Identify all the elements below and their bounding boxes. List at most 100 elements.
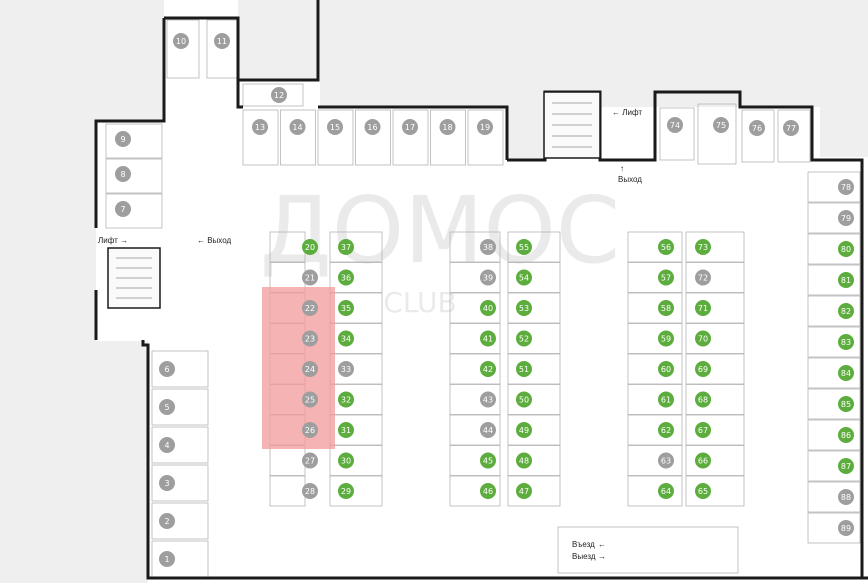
- spot-17[interactable]: 17: [402, 119, 418, 135]
- spot-47[interactable]: 47: [516, 483, 532, 499]
- spot-22[interactable]: 22: [302, 300, 318, 316]
- spot-34[interactable]: 34: [338, 330, 354, 347]
- spot-55[interactable]: 55: [516, 239, 532, 255]
- spot-12[interactable]: 12: [271, 87, 287, 103]
- spot-87[interactable]: 87: [838, 458, 854, 474]
- spot-64[interactable]: 64: [658, 483, 674, 499]
- spot-57[interactable]: 57: [658, 269, 674, 286]
- spot-84-marker: [838, 365, 854, 381]
- spot-49[interactable]: 49: [516, 422, 532, 438]
- spot-79[interactable]: 79: [838, 210, 854, 226]
- spot-48[interactable]: 48: [516, 452, 532, 469]
- spot-50[interactable]: 50: [516, 391, 532, 408]
- spot-65[interactable]: 65: [695, 483, 711, 499]
- spot-7[interactable]: 7: [115, 201, 131, 217]
- spot-85[interactable]: 85: [838, 396, 854, 412]
- spot-69[interactable]: 69: [695, 361, 711, 377]
- spot-13[interactable]: 13: [252, 119, 268, 135]
- spot-51[interactable]: 51: [516, 361, 532, 377]
- spot-66[interactable]: 66: [695, 452, 711, 469]
- spot-1[interactable]: 1: [159, 551, 175, 567]
- spot-16[interactable]: 16: [364, 119, 381, 135]
- spot-53[interactable]: 53: [516, 300, 532, 316]
- spot-70[interactable]: 70: [695, 330, 711, 347]
- spot-46[interactable]: 46: [480, 483, 496, 499]
- spot-42[interactable]: 42: [480, 361, 496, 377]
- spot-54[interactable]: 54: [516, 269, 532, 286]
- spot-40[interactable]: 40: [480, 300, 496, 316]
- spot-11[interactable]: 11: [214, 33, 230, 49]
- spot-83[interactable]: 83: [838, 334, 854, 350]
- spot-62-label: 62: [661, 426, 671, 435]
- spot-2[interactable]: 2: [159, 513, 175, 529]
- spot-19[interactable]: 19: [477, 119, 493, 135]
- spot-44[interactable]: 44: [480, 422, 496, 438]
- spot-36[interactable]: 36: [338, 269, 354, 286]
- spot-37[interactable]: 37: [338, 239, 354, 255]
- spot-35[interactable]: 35: [338, 300, 354, 316]
- spot-41[interactable]: 41: [480, 330, 496, 347]
- spot-6[interactable]: 6: [159, 361, 175, 377]
- spot-20[interactable]: 20: [302, 239, 318, 255]
- spot-58[interactable]: 58: [658, 300, 674, 316]
- spot-9[interactable]: 9: [115, 131, 131, 147]
- spot-77-marker: [783, 120, 799, 136]
- spot-14[interactable]: 14: [289, 119, 306, 135]
- spot-89[interactable]: 89: [838, 520, 854, 536]
- spot-39[interactable]: 39: [480, 269, 496, 286]
- spot-52[interactable]: 52: [516, 330, 532, 347]
- spot-74[interactable]: 74: [667, 117, 683, 133]
- spot-77[interactable]: 77: [783, 120, 799, 136]
- spot-27[interactable]: 27: [302, 452, 318, 469]
- spot-25[interactable]: 25: [302, 391, 318, 408]
- lift-left-label: Лифт →: [98, 236, 128, 245]
- spot-43[interactable]: 43: [480, 391, 496, 408]
- spot-33[interactable]: 33: [338, 361, 354, 377]
- spot-10[interactable]: 10: [173, 33, 189, 49]
- spot-19-label: 19: [480, 123, 490, 132]
- spot-32[interactable]: 32: [338, 391, 354, 408]
- spot-18[interactable]: 18: [439, 119, 456, 135]
- spot-67[interactable]: 67: [695, 422, 711, 438]
- spot-61[interactable]: 61: [658, 391, 674, 408]
- spot-5-label: 5: [164, 403, 169, 412]
- spot-31[interactable]: 31: [338, 422, 354, 438]
- spot-76[interactable]: 76: [749, 120, 765, 136]
- spot-63[interactable]: 63: [658, 452, 674, 469]
- spot-38[interactable]: 38: [480, 239, 496, 255]
- spot-28[interactable]: 28: [302, 483, 318, 499]
- spot-8[interactable]: 8: [115, 166, 131, 182]
- spot-4[interactable]: 4: [159, 437, 175, 453]
- spot-81[interactable]: 81: [838, 272, 854, 288]
- spot-84[interactable]: 84: [838, 365, 854, 381]
- spot-60[interactable]: 60: [658, 361, 674, 377]
- spot-15[interactable]: 15: [327, 119, 343, 135]
- spot-26[interactable]: 26: [302, 422, 318, 438]
- spot-47-marker: [516, 483, 532, 499]
- spot-75[interactable]: 75: [713, 117, 729, 133]
- spot-3[interactable]: 3: [159, 475, 175, 491]
- spot-5[interactable]: 5: [159, 399, 175, 415]
- spot-29[interactable]: 29: [338, 483, 354, 499]
- spot-74-marker: [667, 117, 683, 133]
- spot-59[interactable]: 59: [658, 330, 674, 347]
- spot-10-marker: [173, 33, 189, 49]
- spot-82[interactable]: 82: [838, 303, 854, 319]
- spot-86[interactable]: 86: [838, 427, 854, 443]
- spot-80[interactable]: 80: [838, 241, 854, 257]
- spot-73[interactable]: 73: [695, 239, 711, 255]
- spot-46-marker: [480, 483, 496, 499]
- spot-24[interactable]: 24: [302, 361, 318, 377]
- spot-72[interactable]: 72: [695, 269, 711, 286]
- spot-62[interactable]: 62: [658, 422, 674, 438]
- spot-71[interactable]: 71: [695, 300, 711, 316]
- spot-78[interactable]: 78: [838, 179, 854, 195]
- spot-88[interactable]: 88: [838, 489, 854, 505]
- spot-56[interactable]: 56: [658, 239, 674, 255]
- spot-45[interactable]: 45: [480, 452, 496, 469]
- spot-68[interactable]: 68: [695, 391, 711, 408]
- spot-81-label: 81: [841, 276, 851, 285]
- spot-30[interactable]: 30: [338, 452, 354, 469]
- spot-23[interactable]: 23: [302, 330, 318, 347]
- spot-21[interactable]: 21: [302, 269, 318, 286]
